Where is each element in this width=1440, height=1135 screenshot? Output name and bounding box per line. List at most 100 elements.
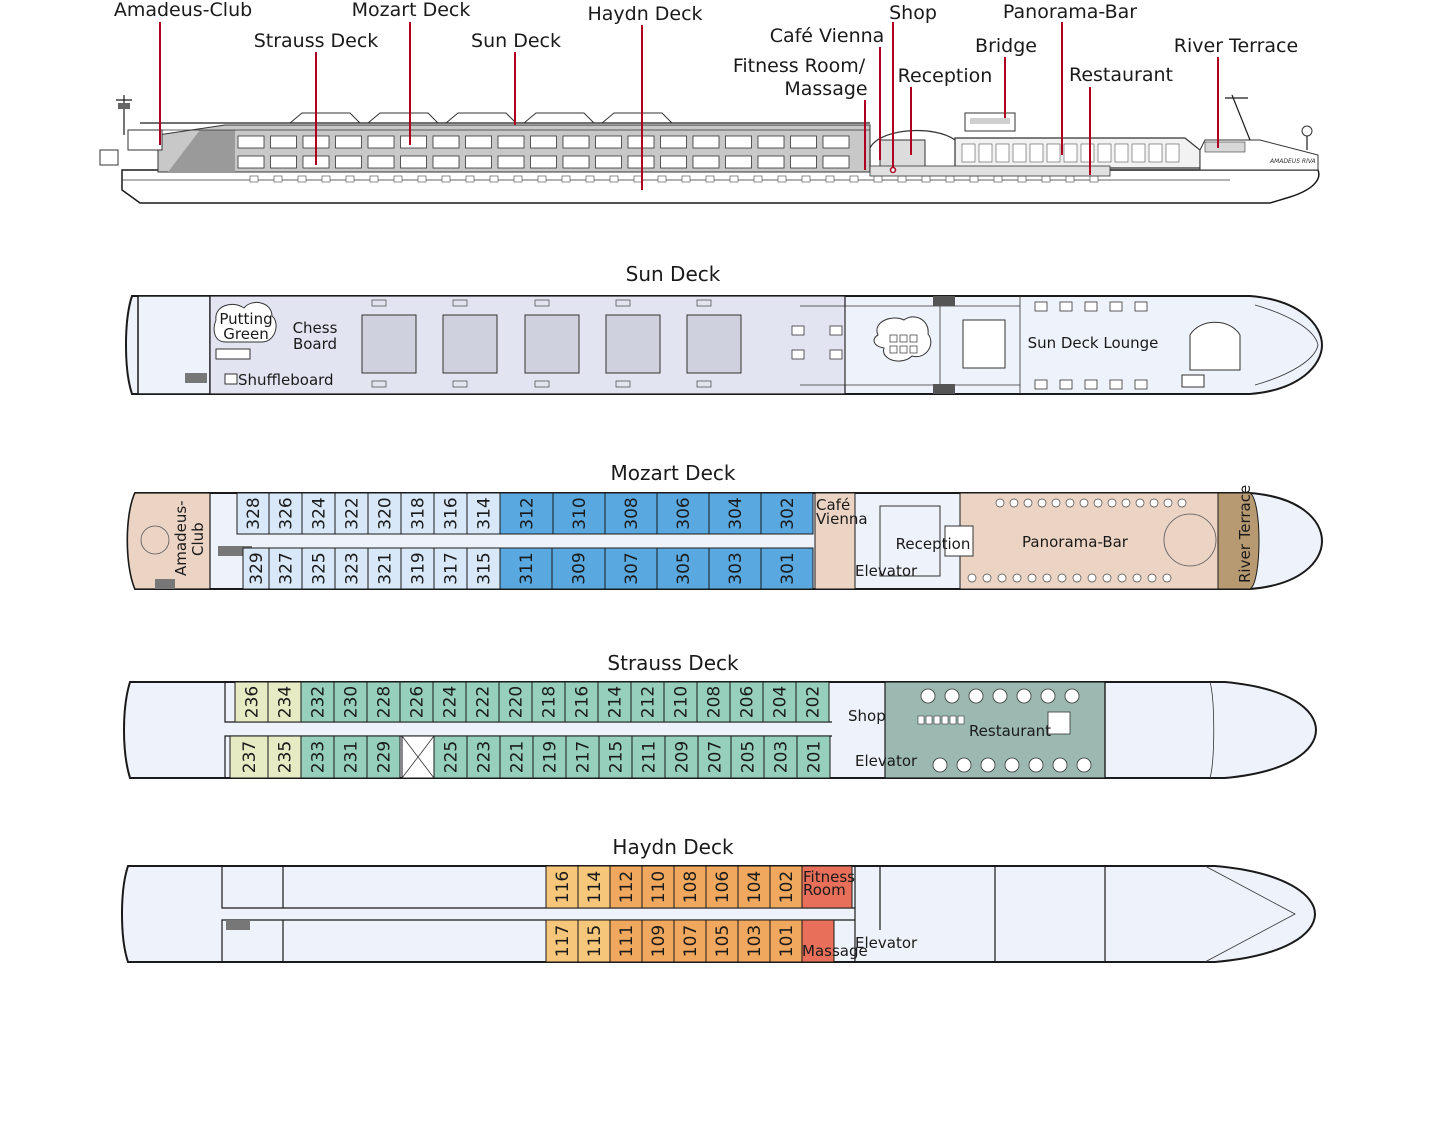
cabin-231[interactable]: 231: [333, 735, 368, 779]
cabin-233[interactable]: 233: [300, 735, 335, 779]
cabin-309[interactable]: 309: [551, 547, 606, 590]
cabin-319[interactable]: 319: [400, 547, 435, 590]
cabin-205[interactable]: 205: [730, 735, 765, 779]
cabin-210[interactable]: 210: [663, 681, 698, 723]
cabin-314[interactable]: 314: [466, 492, 501, 535]
cabin-107[interactable]: 107: [673, 919, 707, 963]
cabin-326[interactable]: 326: [268, 492, 303, 535]
cabin-303[interactable]: 303: [708, 547, 762, 590]
cabin-208[interactable]: 208: [696, 681, 731, 723]
cabin-315[interactable]: 315: [466, 547, 501, 590]
cabin-window: [822, 155, 850, 169]
cabin-305[interactable]: 305: [656, 547, 710, 590]
cabin-211[interactable]: 211: [631, 735, 666, 779]
cabin-224[interactable]: 224: [432, 681, 467, 723]
cabin-206[interactable]: 206: [729, 681, 764, 723]
panorama-window: [1114, 143, 1129, 163]
cabin-window: [562, 135, 590, 149]
cabin-310[interactable]: 310: [552, 492, 606, 535]
cabin-222[interactable]: 222: [465, 681, 500, 723]
cabin-104[interactable]: 104: [737, 865, 771, 909]
cabin-105[interactable]: 105: [705, 919, 739, 963]
cabin-329[interactable]: 329: [242, 547, 270, 590]
cabin-102[interactable]: 102: [769, 865, 803, 909]
cabin-324[interactable]: 324: [301, 492, 336, 535]
cabin-111[interactable]: 111: [609, 919, 643, 963]
cabin-110[interactable]: 110: [641, 865, 675, 909]
cabin-207[interactable]: 207: [697, 735, 732, 779]
cabin-320[interactable]: 320: [367, 492, 402, 535]
cabin-204[interactable]: 204: [762, 681, 797, 723]
panorama-window: [978, 143, 993, 163]
cabin-101[interactable]: 101: [769, 919, 803, 963]
cabin-230[interactable]: 230: [333, 681, 368, 723]
cabin-219[interactable]: 219: [532, 735, 567, 779]
cabin-312[interactable]: 312: [499, 492, 554, 535]
cabin-114[interactable]: 114: [577, 865, 611, 909]
cabin-218[interactable]: 218: [531, 681, 566, 723]
bar-seat: [1132, 573, 1142, 583]
cabin-316[interactable]: 316: [433, 492, 468, 535]
cabin-109[interactable]: 109: [641, 919, 675, 963]
cabin-323[interactable]: 323: [334, 547, 369, 590]
lounge-table: [1134, 301, 1148, 312]
cabin-221[interactable]: 221: [499, 735, 534, 779]
bar-seat: [1072, 573, 1082, 583]
cabin-235[interactable]: 235: [267, 735, 302, 779]
cabin-201[interactable]: 201: [796, 735, 831, 779]
cabin-318[interactable]: 318: [400, 492, 435, 535]
cabin-103[interactable]: 103: [737, 919, 771, 963]
cabin-216[interactable]: 216: [564, 681, 599, 723]
cabin-112[interactable]: 112: [609, 865, 643, 909]
cabin-223[interactable]: 223: [466, 735, 501, 779]
cabin-228[interactable]: 228: [366, 681, 401, 723]
cabin-325[interactable]: 325: [301, 547, 336, 590]
haydn-deck-portholes: [249, 175, 1099, 183]
panorama-window: [1080, 143, 1095, 163]
cabin-307[interactable]: 307: [604, 547, 658, 590]
cabin-117[interactable]: 117: [545, 919, 579, 963]
porthole: [249, 175, 259, 183]
cabin-322[interactable]: 322: [334, 492, 369, 535]
deck-chair: [615, 380, 631, 388]
cabin-311[interactable]: 311: [499, 547, 553, 590]
cabin-window: [725, 135, 752, 149]
cabin-214[interactable]: 214: [597, 681, 632, 723]
porthole: [849, 175, 859, 183]
cabin-108[interactable]: 108: [673, 865, 707, 909]
cabin-321[interactable]: 321: [367, 547, 402, 590]
cabin-229[interactable]: 229: [366, 735, 401, 779]
cabin-115[interactable]: 115: [577, 919, 611, 963]
cabin-window: [692, 155, 720, 169]
cabin-217[interactable]: 217: [565, 735, 600, 779]
cabin-116[interactable]: 116: [545, 865, 579, 909]
cabin-220[interactable]: 220: [498, 681, 533, 723]
cabin-306[interactable]: 306: [656, 492, 710, 535]
cabin-234[interactable]: 234: [267, 681, 302, 723]
cabin-209[interactable]: 209: [664, 735, 699, 779]
cabin-301[interactable]: 301: [760, 547, 814, 590]
cabin-302[interactable]: 302: [760, 492, 814, 535]
cabin-212[interactable]: 212: [630, 681, 665, 723]
cabin-106[interactable]: 106: [705, 865, 739, 909]
cabin-317[interactable]: 317: [433, 547, 468, 590]
cabin-236[interactable]: 236: [234, 681, 269, 723]
bar-seat: [1079, 498, 1089, 508]
cabin-203[interactable]: 203: [763, 735, 798, 779]
cabin-327[interactable]: 327: [268, 547, 303, 590]
cabin-number: 315: [475, 552, 495, 584]
cabin-328[interactable]: 328: [236, 492, 270, 535]
cabin-232[interactable]: 232: [300, 681, 335, 723]
cabin-308[interactable]: 308: [604, 492, 658, 535]
bar-seat: [1057, 573, 1067, 583]
label-board: Board: [293, 335, 337, 353]
cabin-237[interactable]: 237: [229, 735, 269, 779]
cabin-225[interactable]: 225: [433, 735, 468, 779]
cabin-226[interactable]: 226: [399, 681, 434, 723]
label-elevator-haydn: Elevator: [855, 934, 918, 952]
cabin-202[interactable]: 202: [795, 681, 830, 723]
cabin-215[interactable]: 215: [598, 735, 633, 779]
cabin-304[interactable]: 304: [708, 492, 762, 535]
